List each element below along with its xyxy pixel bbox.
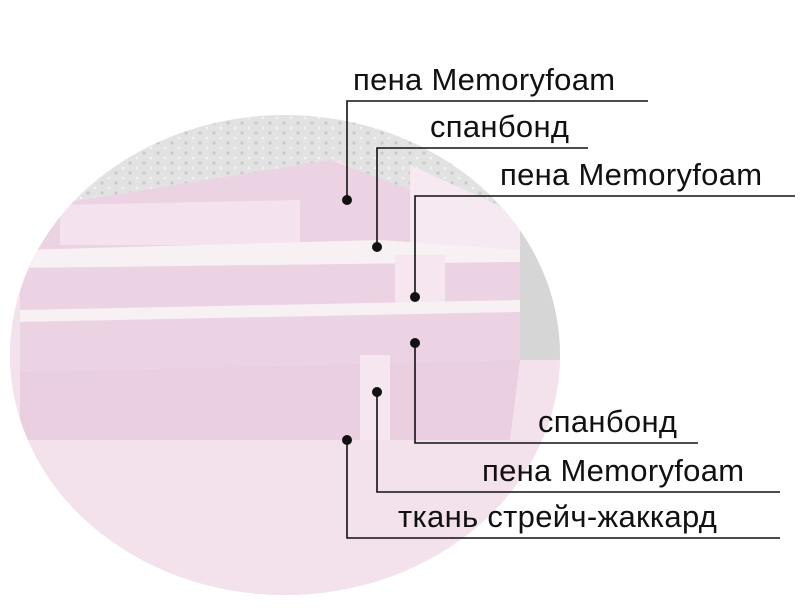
label-spunbond-top: спанбонд <box>430 109 570 144</box>
marker-dots <box>342 195 420 445</box>
label-stretch-jacquard: ткань стрейч-жаккард <box>398 499 718 534</box>
label-memoryfoam-bottom: пена Memoryfoam <box>482 453 745 488</box>
label-memoryfoam-middle: пена Memoryfoam <box>500 157 763 192</box>
leader-lines <box>346 100 795 539</box>
foam-layer-bottom <box>20 360 520 440</box>
label-memoryfoam-top: пена Memoryfoam <box>353 62 616 97</box>
label-spunbond-bottom: спанбонд <box>538 404 678 439</box>
spunbond-layer-2 <box>20 300 520 322</box>
